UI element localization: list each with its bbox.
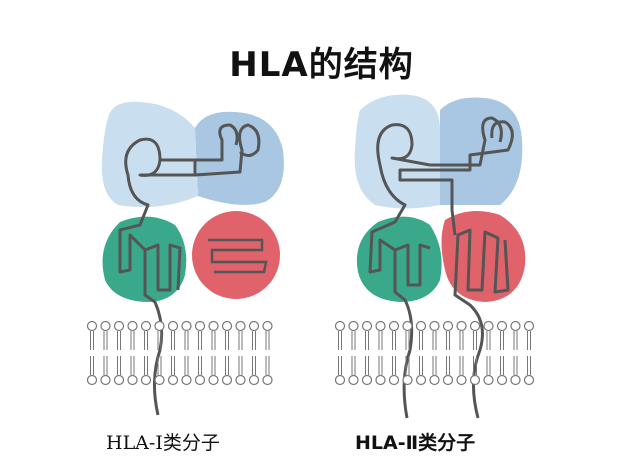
class-i-alpha1-domain: [101, 101, 198, 208]
lipid-head: [127, 374, 138, 386]
class-i-caption: HLA-Ⅰ类分子: [106, 432, 220, 454]
lipid-head: [208, 320, 219, 332]
lipid-head: [510, 374, 521, 386]
lipid-head: [415, 374, 427, 386]
lipid-head: [167, 320, 179, 332]
lipid-head: [375, 320, 386, 332]
class-ii-caption: HLA-Ⅱ类分子: [355, 432, 476, 454]
lipid-head: [167, 374, 179, 386]
class-i-polypeptide-strand: [118, 123, 261, 416]
lipid-head: [140, 374, 152, 386]
class-ii-beta1-domain: [440, 97, 523, 205]
lipid-head: [402, 320, 413, 332]
hla-class-i-molecule: [101, 101, 284, 416]
lipid-head: [388, 320, 400, 332]
lipid-head: [113, 374, 125, 386]
lipid-head: [348, 320, 359, 332]
lipid-head: [456, 374, 467, 386]
lipid-head: [429, 374, 440, 386]
lipid-head: [100, 374, 111, 386]
lipid-head: [235, 374, 246, 386]
lipid-head: [496, 320, 508, 332]
lipid-head: [429, 320, 440, 332]
lipid-head: [415, 320, 427, 332]
lipid-head: [86, 374, 98, 386]
class-ii-cell-membrane: [334, 320, 535, 386]
lipid-head: [361, 320, 373, 332]
lipid-head: [442, 374, 454, 386]
lipid-head: [348, 374, 359, 386]
lipid-head: [181, 320, 192, 332]
page-title: HLA的结构: [229, 44, 414, 85]
lipid-head: [361, 374, 373, 386]
lipid-head: [402, 374, 413, 386]
class-i-cell-membrane: [86, 320, 273, 386]
lipid-head: [262, 374, 273, 386]
lipid-head: [86, 320, 98, 332]
lipid-head: [388, 374, 400, 386]
hla-class-ii-molecule: [354, 94, 526, 419]
lipid-head: [248, 320, 260, 332]
class-ii-alpha1-domain: [354, 94, 440, 209]
lipid-head: [208, 374, 219, 386]
lipid-head: [334, 320, 346, 332]
lipid-head: [248, 374, 260, 386]
lipid-head: [456, 320, 467, 332]
class-i-b2m-domain: [192, 211, 280, 299]
class-i-alpha2-domain: [195, 111, 284, 205]
lipid-head: [442, 320, 454, 332]
lipid-head: [334, 374, 346, 386]
lipid-head: [127, 320, 138, 332]
lipid-head: [140, 320, 152, 332]
lipid-head: [221, 374, 233, 386]
lipid-head: [523, 374, 535, 386]
lipid-head: [483, 320, 494, 332]
lipid-head: [523, 320, 535, 332]
lipid-head: [235, 320, 246, 332]
lipid-head: [469, 320, 481, 332]
lipid-head: [100, 320, 111, 332]
lipid-head: [469, 374, 481, 386]
class-i-b2m-strand: [208, 238, 268, 274]
lipid-head: [154, 374, 165, 386]
lipid-head: [375, 374, 386, 386]
lipid-head: [113, 320, 125, 332]
lipid-head: [496, 374, 508, 386]
lipid-head: [510, 320, 521, 332]
lipid-head: [262, 320, 273, 332]
lipid-head: [154, 320, 165, 332]
lipid-head: [181, 374, 192, 386]
lipid-head: [194, 320, 206, 332]
class-ii-alpha-chain-strand: [368, 116, 503, 419]
lipid-head: [483, 374, 494, 386]
lipid-head: [221, 320, 233, 332]
lipid-head: [194, 374, 206, 386]
